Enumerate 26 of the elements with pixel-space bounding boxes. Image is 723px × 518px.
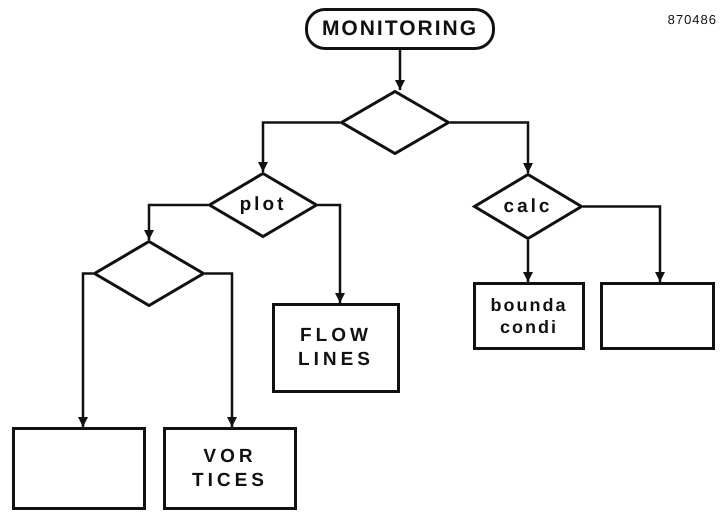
figure-number: 870486 [668,12,717,27]
terminal-box [305,8,495,50]
node-label: plot [238,193,288,217]
process-box [600,282,715,350]
decision-diamond [93,240,205,307]
process-box [163,427,297,510]
arrow [450,121,533,173]
decision-diamond [208,172,318,238]
node-label: bounda condi [490,294,568,338]
decision-diamond [473,173,583,240]
node-label: FLOW LINES [297,324,375,372]
arrow [318,204,345,303]
arrow [144,204,208,240]
node-label: VOR TICES [191,444,269,492]
arrow [258,121,340,172]
process-box [12,427,146,510]
process-box [473,282,585,350]
node-label: MONITORING [320,16,480,42]
arrow [395,50,405,90]
arrow [205,272,237,427]
decision-diamond [340,90,450,155]
arrow [583,205,665,282]
node-label: calc [502,194,554,218]
process-box [272,303,400,393]
arrow [78,272,93,427]
arrow [523,240,533,282]
